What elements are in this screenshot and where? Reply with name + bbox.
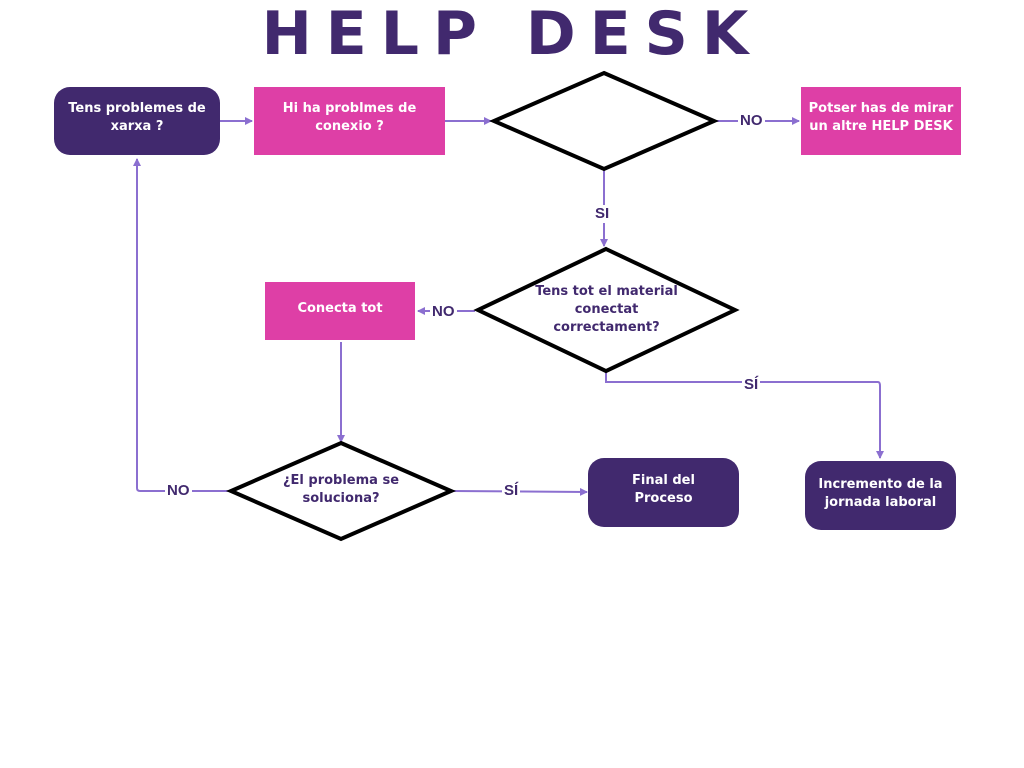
edge-label-no-solved: NO: [165, 482, 192, 500]
edge-material-to-increase: [605, 370, 884, 459]
start-node-label: Tens problemes de xarxa ?: [68, 101, 206, 134]
final-node: Final del Proceso: [588, 458, 739, 527]
increase-node-label: Incremento de la jornada laboral: [818, 477, 943, 510]
start-node: Tens problemes de xarxa ?: [54, 87, 220, 155]
other-desk-node: Potser has de mirar un altre HELP DESK: [801, 87, 961, 155]
decision-solved-label: ¿El problema se soluciona?: [282, 473, 400, 506]
increase-node: Incremento de la jornada laboral: [805, 461, 956, 530]
edge-label-si-solved: SÍ: [502, 482, 521, 500]
connection-node: Hi ha problmes de conexio ?: [254, 87, 445, 155]
edge-solved-to-start: [133, 158, 230, 492]
connect-all-node-label: Conecta tot: [297, 301, 383, 316]
connection-node-label: Hi ha problmes de conexio ?: [282, 101, 417, 134]
edge-label-si-material: SÍ: [742, 376, 761, 394]
connect-all-node: Conecta tot: [265, 282, 415, 340]
edge-label-no-top: NO: [738, 112, 765, 130]
edge-label-no-material: NO: [430, 303, 457, 321]
other-desk-node-label: Potser has de mirar un altre HELP DESK: [808, 101, 954, 134]
decision-top-diamond: [488, 70, 720, 172]
decision-material-label: Tens tot el material conectat correctame…: [535, 284, 678, 335]
final-node-label: Final del Proceso: [632, 473, 695, 506]
edge-label-si-top: SI: [593, 205, 612, 223]
decision-material-diamond: [473, 246, 740, 374]
page-title: HELP DESK: [261, 0, 763, 69]
decision-solved-diamond: [225, 440, 457, 542]
